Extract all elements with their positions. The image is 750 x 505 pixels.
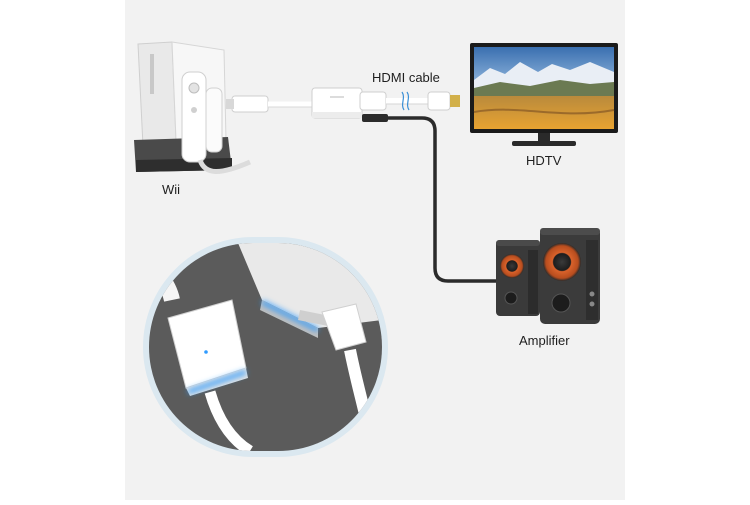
label-hdmi-cable: HDMI cable [372, 70, 440, 85]
cable-break-mark [401, 91, 405, 111]
right-margin [625, 0, 750, 500]
hdmi-adapter [311, 87, 363, 119]
zoom-inset [143, 237, 388, 457]
hdtv-screen [470, 43, 618, 146]
left-margin [0, 0, 125, 500]
wii-remote [181, 71, 251, 174]
speaker-right [540, 228, 600, 324]
audio-cable [362, 114, 498, 283]
hdmi-cable [359, 91, 460, 111]
speaker-left [496, 240, 540, 316]
label-wii: Wii [162, 182, 181, 197]
label-amplifier: Amplifier [519, 333, 570, 348]
wii-plug [226, 95, 269, 113]
label-hdtv: HDTV [526, 153, 562, 168]
